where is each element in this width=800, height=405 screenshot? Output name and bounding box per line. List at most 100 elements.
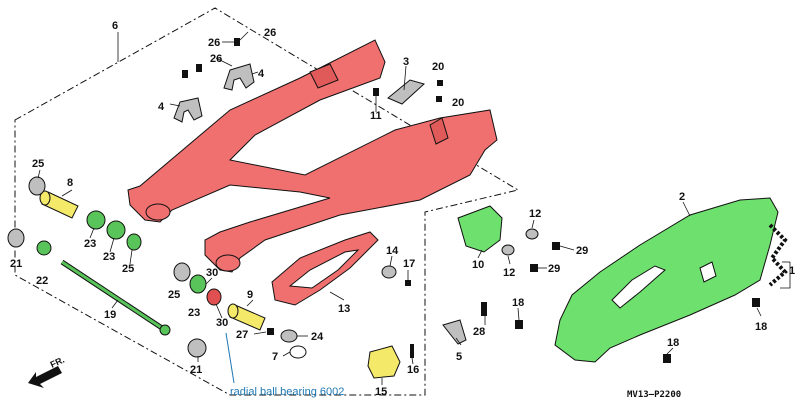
bolts xyxy=(182,38,760,363)
callout-2[interactable]: 2 xyxy=(679,191,685,203)
washer-12-b[interactable] xyxy=(501,244,515,256)
callout-29-a[interactable]: 29 xyxy=(576,245,588,257)
leader-lines xyxy=(37,31,791,385)
callout-15[interactable]: 15 xyxy=(375,386,387,398)
callout-13[interactable]: 13 xyxy=(338,303,350,315)
bolt-27[interactable] xyxy=(267,328,274,335)
washer-24[interactable] xyxy=(280,329,298,343)
callout-26-b[interactable]: 26 xyxy=(264,27,276,39)
washer-12-a[interactable] xyxy=(525,228,539,240)
front-direction-arrow: FR. xyxy=(28,355,66,388)
swingarm-bracket-right xyxy=(429,117,449,145)
callout-4-a[interactable]: 4 xyxy=(258,68,265,80)
callout-21-a[interactable]: 21 xyxy=(10,258,22,270)
callout-25-c[interactable]: 25 xyxy=(168,289,180,301)
bearing-25-left[interactable] xyxy=(28,176,46,196)
chain-case-window xyxy=(611,265,666,309)
callout-23-c[interactable]: 23 xyxy=(188,307,200,319)
callout-30-a[interactable]: 30 xyxy=(206,267,218,279)
bolt-28[interactable] xyxy=(481,302,487,316)
callout-26-a[interactable]: 26 xyxy=(208,37,220,49)
callout-20-a[interactable]: 20 xyxy=(432,61,444,73)
bolt-18-c[interactable] xyxy=(663,354,671,363)
bolt-26-b[interactable] xyxy=(196,64,202,72)
bolt-18-a[interactable] xyxy=(515,320,523,329)
bearing-25-right[interactable] xyxy=(173,262,191,282)
callout-12-a[interactable]: 12 xyxy=(529,208,541,220)
callout-27[interactable]: 27 xyxy=(236,329,248,341)
callout-19[interactable]: 19 xyxy=(104,309,116,321)
swingarm[interactable] xyxy=(127,39,498,273)
bushings xyxy=(28,176,222,306)
callout-10[interactable]: 10 xyxy=(472,259,484,271)
bushing-23-right[interactable] xyxy=(189,274,207,294)
bracket-4-lower[interactable] xyxy=(173,97,203,123)
callout-26-c[interactable]: 26 xyxy=(210,53,222,65)
callout-30-b[interactable]: 30 xyxy=(216,317,228,329)
callout-11[interactable]: 11 xyxy=(370,110,382,122)
callout-21-b[interactable]: 21 xyxy=(190,364,202,376)
callout-9[interactable]: 9 xyxy=(247,289,253,301)
callout-22[interactable]: 22 xyxy=(36,275,48,287)
swingarm-body xyxy=(127,39,498,273)
callout-24[interactable]: 24 xyxy=(311,331,324,343)
bearing-8[interactable] xyxy=(39,190,79,219)
swingarm-pivot-left xyxy=(145,203,171,221)
callout-25-a[interactable]: 25 xyxy=(32,158,44,170)
callout-numbers: 6 26 26 26 4 4 3 20 20 11 25 8 23 23 25 … xyxy=(10,20,795,398)
bushing-23-lower[interactable] xyxy=(106,220,126,240)
callout-17[interactable]: 17 xyxy=(403,258,415,270)
callout-29-b[interactable]: 29 xyxy=(548,263,560,275)
callout-23-b[interactable]: 23 xyxy=(103,251,115,263)
seal-25[interactable] xyxy=(126,233,142,251)
bolt-29-b[interactable] xyxy=(530,264,538,272)
callout-16[interactable]: 16 xyxy=(407,364,419,376)
bolt-17[interactable] xyxy=(405,280,411,286)
callout-23-a[interactable]: 23 xyxy=(84,238,96,250)
chain-slider[interactable] xyxy=(271,231,379,306)
callout-3[interactable]: 3 xyxy=(403,56,409,68)
washer-14[interactable] xyxy=(381,265,397,279)
callout-28[interactable]: 28 xyxy=(473,326,485,338)
bracket-5[interactable] xyxy=(442,319,467,345)
assembly-frame xyxy=(14,7,520,396)
bushing-22[interactable] xyxy=(36,240,52,256)
callout-25-b[interactable]: 25 xyxy=(122,263,134,275)
chain-guide-10[interactable] xyxy=(457,205,503,253)
bearing-9[interactable] xyxy=(227,303,266,331)
pivot-cap-21[interactable] xyxy=(187,338,207,358)
callout-20-b[interactable]: 20 xyxy=(452,97,464,109)
arrow-icon xyxy=(28,366,62,388)
washer-7[interactable] xyxy=(289,345,307,359)
seal-30[interactable] xyxy=(206,288,222,306)
direction-label: FR. xyxy=(49,355,66,370)
callout-7[interactable]: 7 xyxy=(272,351,278,363)
callout-6[interactable]: 6 xyxy=(112,20,118,32)
pin-16[interactable] xyxy=(410,344,414,358)
drawing-code: MV13–P2200 xyxy=(627,390,681,400)
bolt-26-a[interactable] xyxy=(234,38,240,46)
swingarm-pivot-right xyxy=(215,254,241,272)
bolt-29-a[interactable] xyxy=(552,242,560,250)
bolt-18-b[interactable] xyxy=(752,298,760,307)
bolt-26-c[interactable] xyxy=(182,70,188,78)
callout-18-c[interactable]: 18 xyxy=(667,337,679,349)
plate-3[interactable] xyxy=(387,79,426,105)
block-15[interactable] xyxy=(367,345,401,379)
pivot-shaft[interactable] xyxy=(60,259,171,336)
callout-5[interactable]: 5 xyxy=(456,351,462,363)
callout-1[interactable]: 1 xyxy=(789,265,795,277)
bolt-11[interactable] xyxy=(373,88,379,96)
bolt-20-a[interactable] xyxy=(437,80,443,86)
callout-8[interactable]: 8 xyxy=(67,177,73,189)
bolt-20-b[interactable] xyxy=(436,96,442,102)
pivot-nut-21[interactable] xyxy=(7,228,25,248)
bushing-23-upper[interactable] xyxy=(86,210,106,230)
callout-14[interactable]: 14 xyxy=(386,245,399,257)
callout-18-b[interactable]: 18 xyxy=(755,321,767,333)
chain-case[interactable] xyxy=(554,197,779,363)
callout-4-b[interactable]: 4 xyxy=(158,101,165,113)
bracket-4-upper[interactable] xyxy=(223,63,255,91)
callout-12-b[interactable]: 12 xyxy=(503,267,515,279)
callout-18-a[interactable]: 18 xyxy=(512,297,524,309)
